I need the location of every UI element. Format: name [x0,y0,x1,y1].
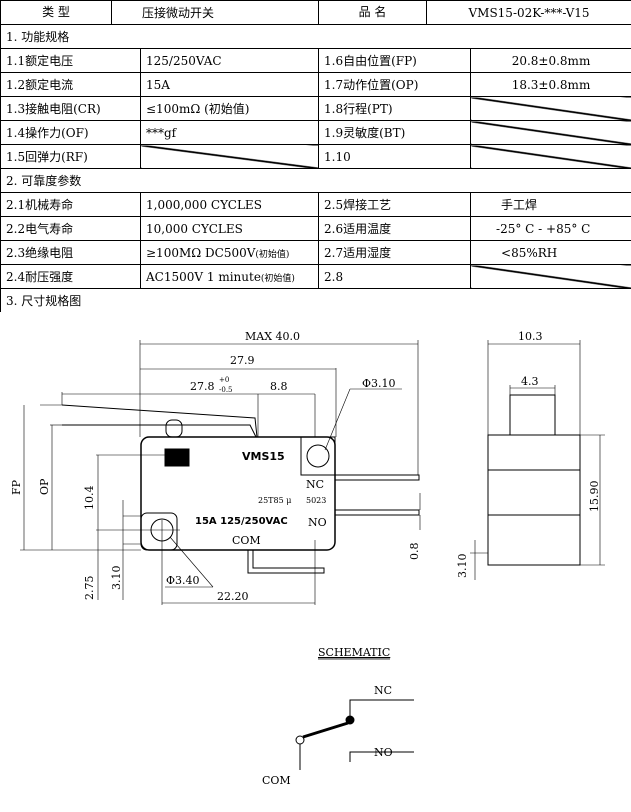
schematic-title: SCHEMATIC [318,646,390,659]
section1-title: 1. 功能规格 [0,24,631,49]
switch-arm [302,721,349,739]
dim-10-4: 10.4 [83,486,96,511]
spec-table: 类 型 压接微动开关 品 名 VMS15-02K-***-V15 1. 功能规格 1… [0,0,631,312]
table-row: 1.5回弹力(RF)1.10 [0,144,631,169]
dim-27-9: 27.9 [230,354,255,367]
brand-logo [164,448,190,467]
empty-cell [470,264,631,289]
dim-2-75: 2.75 [83,576,96,601]
schematic-no: NO [374,746,393,759]
side-body [487,434,581,566]
lever-edge [62,424,257,438]
nc-label: NC [306,478,324,491]
note: (初始值) [255,249,290,260]
dim-tol-dn: -0.5 [219,386,233,394]
mount-hole-right [306,444,330,468]
empty-cell [470,120,631,145]
value: ≥100MΩ DC500V [146,245,256,260]
cert-label: 25T85 μ [258,496,291,505]
header-row: 类 型 压接微动开关 品 名 VMS15-02K-***-V15 [0,0,631,25]
side-bottom: 3.10 [456,554,469,579]
dim-tol-up: +0 [219,376,229,384]
side-plunger [509,394,556,436]
code-label: 5023 [306,496,326,505]
com-terminal [247,550,325,574]
com-label: COM [232,534,261,547]
type-value: 压接微动开关 [142,6,215,20]
label: 1.5回弹力(RF) [0,144,141,169]
nc-mount [300,436,336,476]
switch-body [140,436,336,551]
dim-op: OP [38,478,51,495]
model-label: VMS15 [242,450,285,463]
no-label: NO [308,516,327,529]
value: AC1500V 1 minute [146,269,261,284]
side-width: 10.3 [518,330,543,343]
empty-cell [470,144,631,169]
section2-title: 2. 可靠度参数 [0,168,631,193]
dim-max: MAX 40.0 [245,330,300,343]
table-row: 2.4耐压强度 AC1500V 1 minute(初始值) 2.8 [0,264,631,289]
value: -25° C - +85° C [470,216,631,241]
label: 2.5焊接工艺 [318,192,472,217]
name-value: VMS15-02K-***-V15 [468,5,590,20]
name-label: 品 名 [320,1,428,24]
label: 2.3绝缘电阻 [0,240,141,265]
dim-fp: FP [10,479,23,495]
plunger [165,419,183,438]
empty-cell [139,144,320,169]
side-height: 15.90 [588,481,601,513]
dim-27-8: 27.8 [190,380,215,393]
label: 2.8 [318,264,472,289]
dim-0-8: 0.8 [408,543,421,561]
nc-contact [349,699,414,720]
dim-phi-3-40: Φ3.40 [166,574,200,587]
com-mount [140,512,178,551]
schematic-com: COM [262,774,291,787]
dim-3-10: 3.10 [110,566,123,591]
com-pivot [295,735,305,745]
side-plunger-width: 4.3 [521,375,539,388]
dim-8-8: 8.8 [270,380,288,393]
dim-22-20: 22.20 [217,590,249,603]
lever [61,404,258,438]
section3-title: 3. 尺寸规格图 [0,288,631,312]
table-row: 1.3接触电阻(CR)≤100mΩ (初始值)1.8行程(PT) [0,96,631,121]
label: 1.7动作位置(OP) [318,72,472,97]
no-contact [349,751,414,762]
label: 2.4耐压强度 [0,264,141,289]
value: 手工焊 [470,192,631,217]
nc-terminal [334,474,420,481]
nc-contact-point [345,715,355,725]
note: (初始值) [260,273,295,284]
label: 1.6自由位置(FP) [318,48,472,73]
type-label: 类 型 [2,1,112,24]
rating-label: 15A 125/250VAC [195,516,288,527]
value: 1,000,000 CYCLES [139,192,320,217]
no-terminal [334,509,420,516]
schematic-nc: NC [374,684,392,697]
value: 15A [139,72,320,97]
dim-phi-3-10: Φ3.10 [362,377,396,390]
label: 1.3接触电阻(CR) [0,96,141,121]
